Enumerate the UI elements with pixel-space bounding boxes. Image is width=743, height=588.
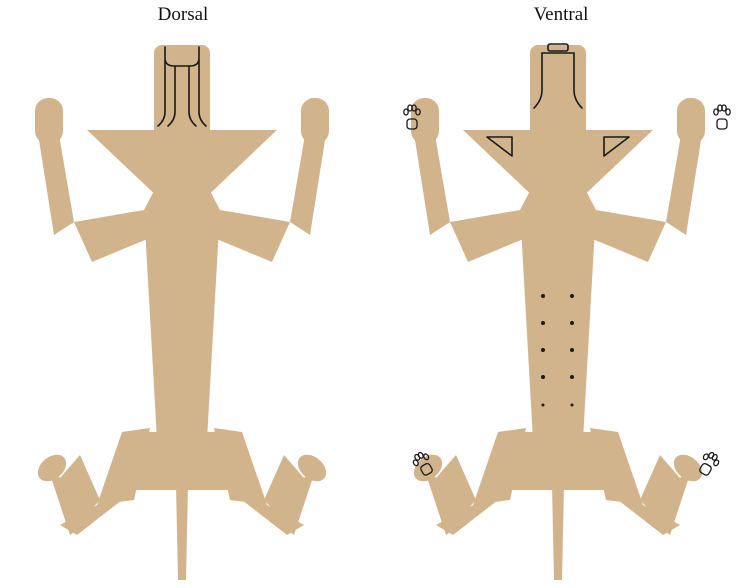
paw-toe: [726, 109, 730, 115]
nipple-dot: [570, 321, 574, 325]
nipple-dot: [541, 294, 545, 298]
nipple-dot: [570, 348, 574, 352]
nipple-dot: [571, 404, 574, 407]
nipple-dot: [541, 348, 545, 352]
nipple-dot: [541, 321, 545, 325]
dorsal-pelt: [33, 45, 332, 580]
nipple-dot: [541, 375, 545, 379]
ventral-pelt: [404, 44, 730, 580]
nipple-dot: [570, 294, 574, 298]
paw-pad: [717, 119, 727, 129]
dorsal-hide-shape: [33, 45, 332, 580]
nipple-dot: [542, 404, 545, 407]
nipple-dot: [570, 375, 574, 379]
ventral-hide-shape: [409, 45, 708, 580]
ventral-right-front-paw: [714, 105, 730, 129]
